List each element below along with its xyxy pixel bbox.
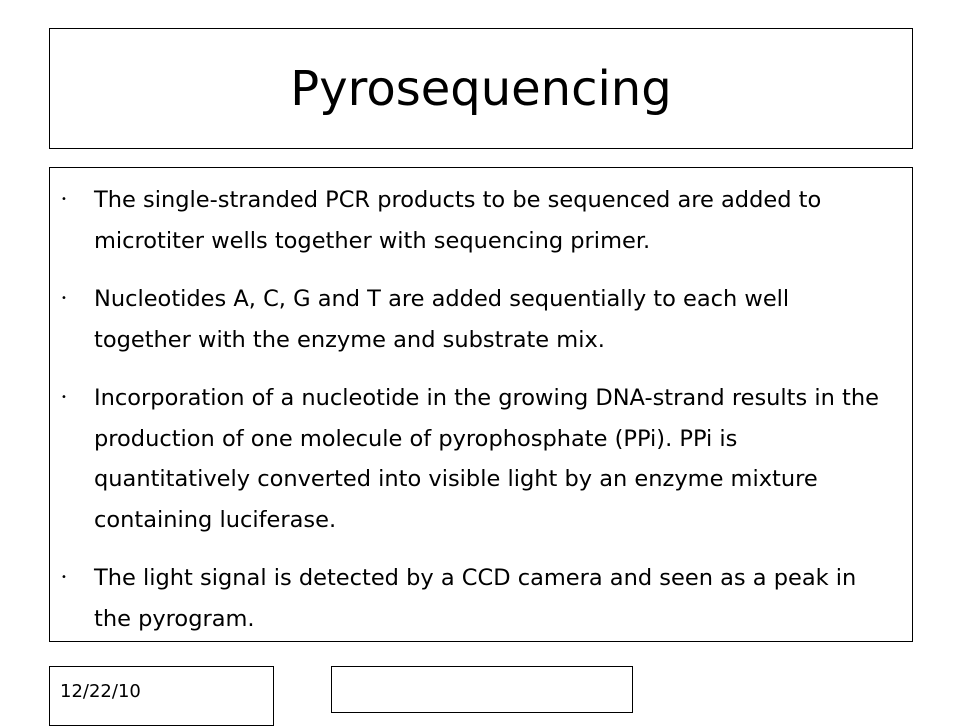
date-placeholder: 12/22/10 (49, 666, 274, 726)
bullet-text: The single-stranded PCR products to be s… (94, 187, 822, 254)
bullet-item: • The light signal is detected by a CCD … (61, 558, 892, 639)
bullet-text: Nucleotides A, C, G and T are added sequ… (94, 286, 790, 353)
bullet-icon: • (61, 572, 67, 583)
title-placeholder: Pyrosequencing (49, 28, 913, 149)
footer-placeholder (331, 666, 633, 713)
bullet-icon: • (61, 194, 67, 205)
bullet-text: The light signal is detected by a CCD ca… (94, 565, 857, 632)
bullet-item: • Incorporation of a nucleotide in the g… (61, 378, 892, 540)
bullet-text: Incorporation of a nucleotide in the gro… (94, 385, 879, 533)
slide-date: 12/22/10 (60, 681, 141, 702)
content-placeholder: • The single-stranded PCR products to be… (49, 167, 913, 642)
bullet-list: • The single-stranded PCR products to be… (50, 168, 912, 639)
bullet-icon: • (61, 392, 67, 403)
bullet-item: • The single-stranded PCR products to be… (61, 180, 892, 261)
bullet-item: • Nucleotides A, C, G and T are added se… (61, 279, 892, 360)
bullet-icon: • (61, 293, 67, 304)
slide-title: Pyrosequencing (290, 60, 672, 117)
